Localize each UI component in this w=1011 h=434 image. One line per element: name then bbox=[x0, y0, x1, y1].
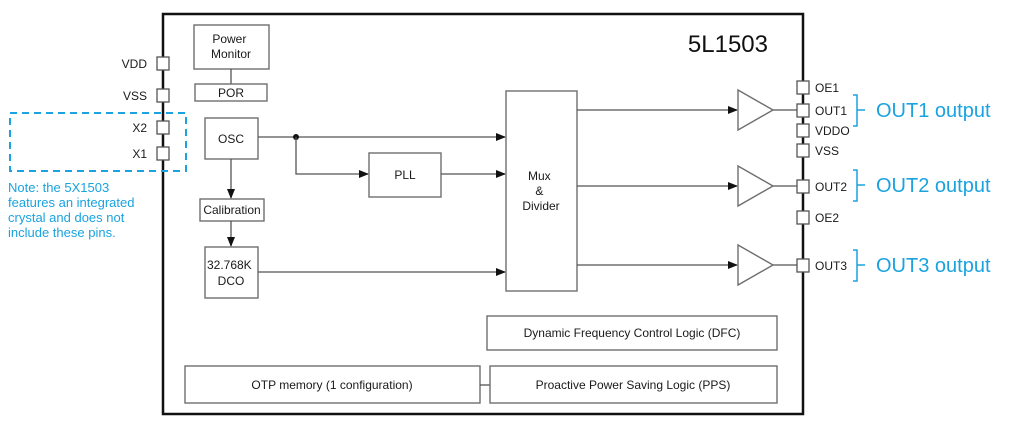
out3-bracket bbox=[853, 249, 865, 282]
pin-label-vss-right: VSS bbox=[815, 144, 839, 158]
dco-label: 32.768K DCO bbox=[207, 258, 255, 288]
mux-divider-block bbox=[505, 90, 578, 292]
out1-bracket bbox=[853, 94, 865, 127]
out2-annotation: OUT2 output bbox=[876, 175, 991, 197]
pll-label: PLL bbox=[394, 168, 416, 182]
pll-block bbox=[368, 152, 442, 198]
pin-x1 bbox=[156, 146, 170, 161]
pin-out3 bbox=[796, 258, 810, 273]
output-buffer-3 bbox=[737, 243, 775, 287]
pin-label-vdd: VDD bbox=[122, 57, 148, 71]
pin-vss-right bbox=[796, 143, 810, 158]
output-buffer-1 bbox=[737, 88, 775, 132]
out2-bracket bbox=[853, 169, 865, 202]
crystal-note: Note: the 5X1503 features an integrated … bbox=[8, 180, 138, 240]
osc-label: OSC bbox=[218, 132, 244, 146]
pps-block bbox=[489, 365, 778, 404]
osc-to-pll-arrow bbox=[295, 137, 369, 178]
pin-out2 bbox=[796, 179, 810, 194]
otp-label: OTP memory (1 configuration) bbox=[251, 378, 412, 392]
pin-vss-left bbox=[156, 88, 170, 103]
otp-block bbox=[184, 365, 481, 404]
out3-annotation: OUT3 output bbox=[876, 255, 991, 277]
pin-label-x1: X1 bbox=[132, 147, 147, 161]
calibration-label: Calibration bbox=[203, 203, 260, 217]
power-monitor-block bbox=[193, 24, 270, 70]
pin-vddo bbox=[796, 123, 810, 138]
pin-label-oe1: OE1 bbox=[815, 81, 839, 95]
right-pin-group: OE1 OUT1 VDDO VSS OUT2 OE2 OUT3 bbox=[796, 80, 850, 273]
calibration-block bbox=[199, 198, 265, 222]
por-label: POR bbox=[218, 86, 244, 100]
crystal-pins-highlight bbox=[9, 112, 187, 172]
pin-oe1 bbox=[796, 80, 810, 95]
pin-label-vss: VSS bbox=[123, 89, 147, 103]
pin-x2 bbox=[156, 120, 170, 135]
dco-block bbox=[204, 246, 259, 299]
pin-out1 bbox=[796, 103, 810, 118]
mux-divider-label: Mux & Divider bbox=[522, 169, 559, 213]
pin-oe2 bbox=[796, 210, 810, 225]
pin-label-out3: OUT3 bbox=[815, 259, 847, 273]
left-pin-group: VDD VSS X2 X1 bbox=[122, 56, 170, 161]
chip-name: 5L1503 bbox=[688, 31, 768, 58]
dfc-label: Dynamic Frequency Control Logic (DFC) bbox=[524, 326, 741, 340]
pin-label-out1: OUT1 bbox=[815, 104, 847, 118]
pin-label-vddo: VDDO bbox=[815, 124, 850, 138]
pin-label-oe2: OE2 bbox=[815, 211, 839, 225]
power-monitor-label: Power Monitor bbox=[211, 32, 251, 61]
dfc-block bbox=[486, 315, 778, 351]
pin-label-x2: X2 bbox=[132, 121, 147, 135]
out1-annotation: OUT1 output bbox=[876, 100, 991, 122]
pps-label: Proactive Power Saving Logic (PPS) bbox=[536, 378, 731, 392]
pin-label-out2: OUT2 bbox=[815, 180, 847, 194]
pin-vdd bbox=[156, 56, 170, 71]
output-buffer-2 bbox=[737, 164, 775, 208]
por-block bbox=[194, 83, 268, 102]
